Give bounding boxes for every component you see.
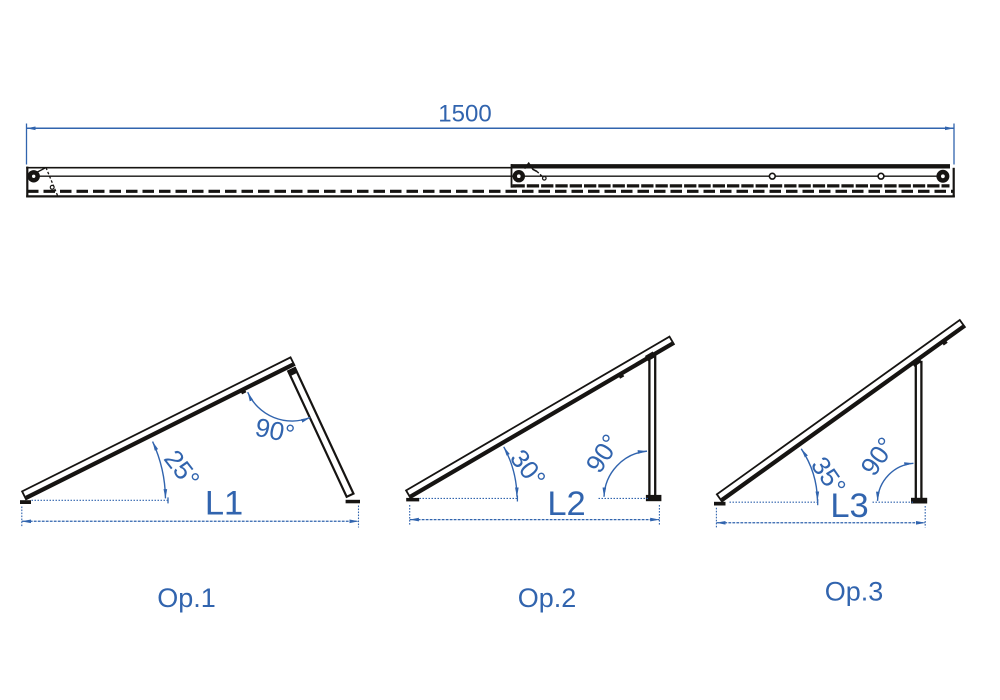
bolt-hole-icon bbox=[941, 174, 945, 179]
op3-apex-connector bbox=[910, 356, 922, 367]
op3-rear-post bbox=[914, 360, 923, 503]
module-clamp bbox=[941, 340, 948, 346]
op3-base-length-label: L3 bbox=[830, 487, 868, 525]
op1-rear-leg bbox=[286, 366, 355, 499]
op2-rear-foot bbox=[645, 494, 662, 502]
op3-rail bbox=[715, 318, 967, 503]
op1-caption: Op.1 bbox=[157, 583, 216, 613]
op2-caption: Op.2 bbox=[518, 583, 577, 613]
op3-front-foot bbox=[714, 501, 726, 506]
op2-rear-post bbox=[648, 354, 657, 498]
op3-rear-foot bbox=[911, 497, 928, 504]
rail-segment-outer bbox=[26, 166, 955, 198]
mount-hole-icon bbox=[768, 172, 776, 180]
module-clamp bbox=[240, 389, 247, 395]
op3-corner-angle-label: 90° bbox=[854, 432, 901, 481]
mount-hole-icon bbox=[877, 172, 885, 180]
op2-base-length-label: L2 bbox=[547, 485, 585, 523]
op1-base-length-label: L1 bbox=[205, 485, 243, 523]
pin-lanyard-left bbox=[36, 167, 59, 196]
op2-rail bbox=[404, 335, 676, 500]
op1-base-length-dim: L1 bbox=[21, 485, 360, 528]
op1-apex-connector bbox=[287, 366, 299, 377]
bolt-hole-icon bbox=[517, 174, 521, 178]
telescopic-rail bbox=[26, 161, 955, 198]
op1-rear-foot bbox=[345, 499, 360, 504]
op2-corner-angle-label: 90° bbox=[580, 429, 627, 478]
module-clamp bbox=[618, 373, 625, 379]
op3-caption: Op.3 bbox=[825, 577, 884, 607]
op2-tilt-angle-label: 30° bbox=[504, 444, 552, 493]
op1-front-foot bbox=[20, 500, 31, 504]
op2-base-length-dim: L2 bbox=[409, 485, 660, 526]
op1-rail bbox=[20, 356, 296, 501]
op2-front-foot bbox=[406, 497, 420, 502]
bolt-hole-icon bbox=[32, 174, 36, 178]
option-1-figure: 25° 90° L1 Op.1 bbox=[20, 356, 360, 613]
rail-segment-inner bbox=[510, 164, 950, 188]
pin-lanyard-middle bbox=[523, 161, 547, 181]
rail-length-dimension: 1500 bbox=[25, 101, 955, 165]
option-2-figure: 30° 90° L2 Op.2 bbox=[404, 335, 676, 613]
dimension-value: 1500 bbox=[438, 101, 491, 128]
op2-corner-angle-dim: 90° bbox=[580, 429, 648, 499]
op3-base-length-dim: L3 bbox=[715, 487, 926, 528]
op2-apex-connector bbox=[644, 351, 656, 362]
rail-fasteners bbox=[27, 169, 950, 183]
op1-corner-angle-label: 90° bbox=[253, 412, 298, 450]
option-3-figure: 35° 90° L3 Op.3 bbox=[714, 318, 967, 607]
